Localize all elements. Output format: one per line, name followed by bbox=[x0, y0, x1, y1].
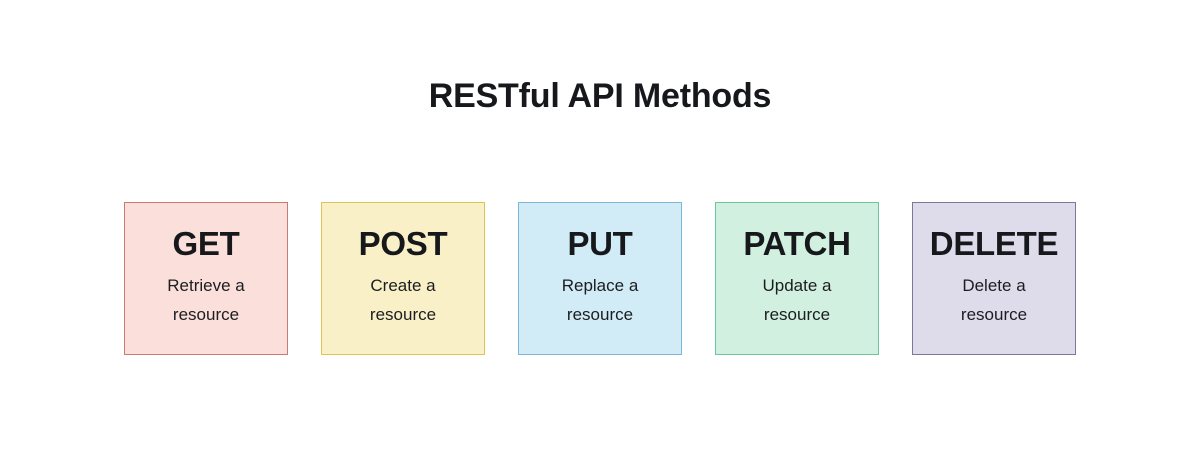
method-card-get[interactable]: GET Retrieve a resource bbox=[124, 202, 288, 355]
method-name-get: GET bbox=[172, 225, 240, 262]
method-card-put[interactable]: PUT Replace a resource bbox=[518, 202, 682, 355]
method-description-patch: Update a resource bbox=[762, 276, 832, 324]
method-description-put: Replace a resource bbox=[561, 276, 639, 324]
method-name-patch: PATCH bbox=[743, 225, 851, 262]
method-card-delete[interactable]: DELETE Delete a resource bbox=[912, 202, 1076, 355]
method-name-put: PUT bbox=[567, 225, 633, 262]
method-name-post: POST bbox=[358, 225, 448, 262]
method-name-delete: DELETE bbox=[929, 225, 1059, 262]
method-description-post: Create a resource bbox=[369, 276, 437, 324]
method-description-delete: Delete a resource bbox=[960, 276, 1028, 324]
method-card-post[interactable]: POST Create a resource bbox=[321, 202, 485, 355]
method-card-patch[interactable]: PATCH Update a resource bbox=[715, 202, 879, 355]
method-cards-row: GET Retrieve a resource POST Create a re… bbox=[124, 202, 1076, 355]
page-title: RESTful API Methods bbox=[428, 77, 772, 115]
method-description-get: Retrieve a resource bbox=[167, 276, 245, 324]
